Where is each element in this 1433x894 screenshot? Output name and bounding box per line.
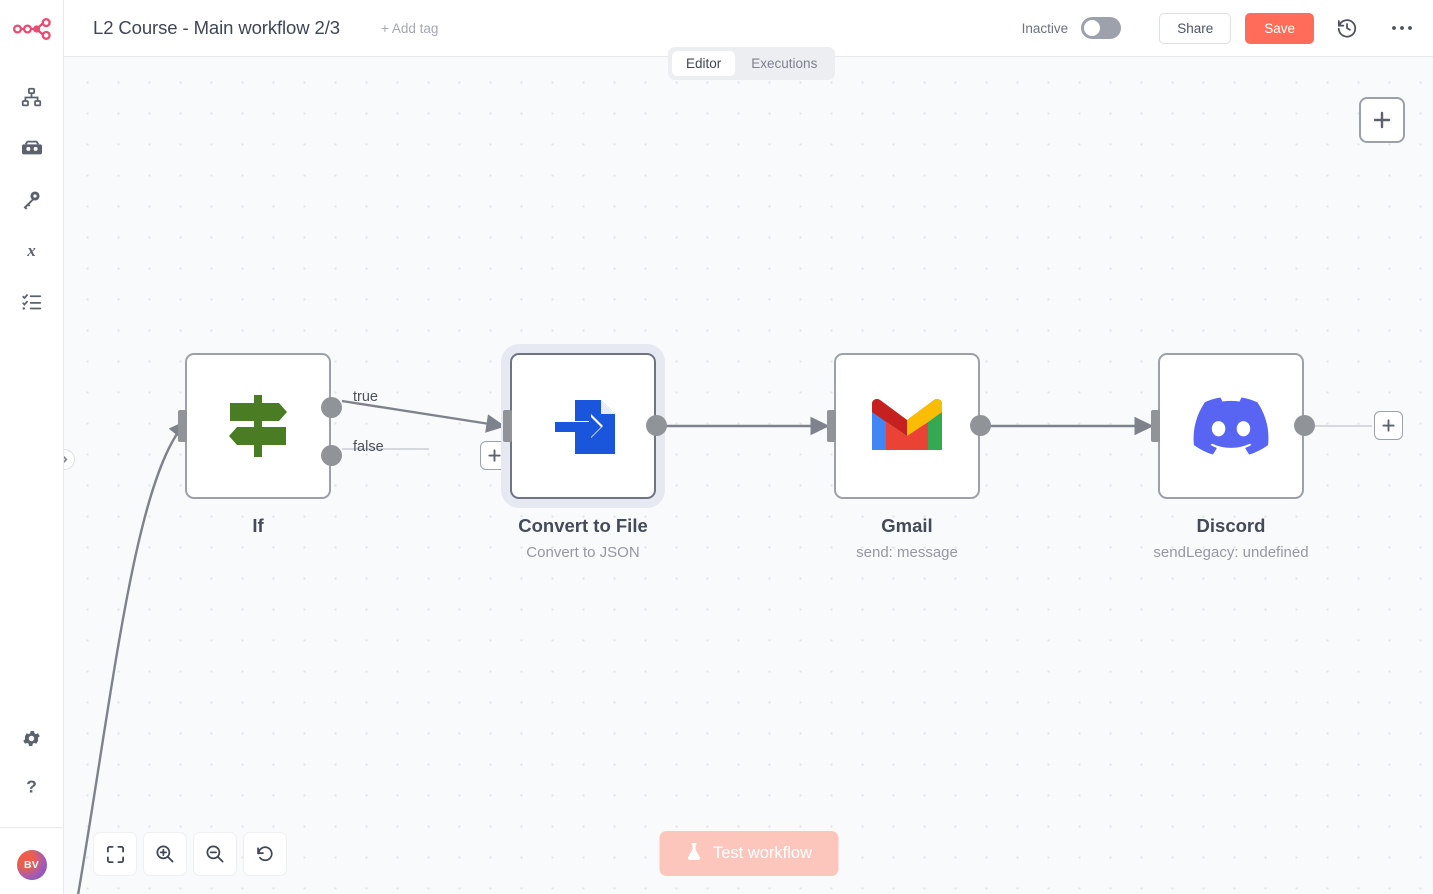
gmail-icon xyxy=(872,399,942,450)
workflow-header: L2 Course - Main workflow 2/3 + Add tag … xyxy=(64,0,1433,57)
test-workflow-button[interactable]: Test workflow xyxy=(658,831,839,876)
activation-toggle[interactable] xyxy=(1081,17,1122,39)
node-convert-to-file-subtitle: Convert to JSON xyxy=(526,544,640,561)
history-icon[interactable] xyxy=(1336,17,1358,39)
node-gmail-label: Gmail xyxy=(881,515,933,536)
add-tag-button[interactable]: + Add tag xyxy=(380,20,439,36)
node-gmail-title-wrap: Gmail send: message xyxy=(856,499,958,561)
svg-text:x: x xyxy=(26,241,35,260)
node-if-input[interactable] xyxy=(178,410,187,442)
node-discord-box[interactable] xyxy=(1151,353,1304,499)
file-import-icon xyxy=(555,400,615,454)
share-button[interactable]: Share xyxy=(1159,12,1232,44)
output-label-false: false xyxy=(353,439,384,455)
svg-text:?: ? xyxy=(26,776,37,796)
sidebar-divider xyxy=(0,827,63,828)
node-gmail-box[interactable] xyxy=(827,353,980,499)
node-if[interactable]: true false If xyxy=(178,353,509,536)
node-if-output-true[interactable] xyxy=(321,397,342,418)
node-discord[interactable]: Discord sendLegacy: undefined xyxy=(1151,353,1403,561)
zoom-in-icon[interactable] xyxy=(143,832,187,876)
gear-icon[interactable] xyxy=(12,725,52,751)
sidebar-item-variables[interactable]: x xyxy=(12,237,52,263)
node-convert-to-file-title-wrap: Convert to File Convert to JSON xyxy=(518,499,648,561)
node-discord-title-wrap: Discord sendLegacy: undefined xyxy=(1153,499,1308,561)
main-sidebar: x ? xyxy=(0,0,64,894)
signpost-icon xyxy=(229,395,287,457)
activation-status-label: Inactive xyxy=(1021,20,1069,36)
node-convert-to-file-output[interactable] xyxy=(646,415,667,436)
zoom-out-icon[interactable] xyxy=(193,832,237,876)
node-discord-input[interactable] xyxy=(1151,410,1160,442)
node-gmail[interactable]: Gmail send: message xyxy=(827,353,991,561)
workflow-canvas[interactable]: true false If xyxy=(64,57,1433,894)
zoom-controls xyxy=(93,832,287,876)
node-discord-output[interactable] xyxy=(1294,415,1315,436)
add-node-button[interactable] xyxy=(1359,97,1405,143)
editor-tabs: Editor Executions xyxy=(668,47,836,80)
node-if-label: If xyxy=(252,515,264,536)
node-discord-label: Discord xyxy=(1196,515,1266,536)
help-icon[interactable]: ? xyxy=(12,773,52,799)
reset-zoom-icon[interactable] xyxy=(243,832,287,876)
avatar[interactable]: BV xyxy=(16,850,47,880)
n8n-logo[interactable] xyxy=(0,0,63,58)
sidebar-item-workflows[interactable] xyxy=(12,84,52,110)
discord-icon xyxy=(1193,397,1269,455)
output-label-true: true xyxy=(353,389,378,405)
add-node-after-false-button[interactable] xyxy=(480,441,509,470)
save-button[interactable]: Save xyxy=(1245,12,1314,44)
node-discord-subtitle: sendLegacy: undefined xyxy=(1153,544,1309,561)
node-if-box[interactable] xyxy=(178,353,331,499)
sidebar-bottom: ? BV xyxy=(0,725,63,894)
node-if-output-false[interactable] xyxy=(321,445,342,466)
more-options-icon[interactable] xyxy=(1391,24,1413,32)
sidebar-item-executions[interactable] xyxy=(12,288,52,314)
tab-executions[interactable]: Executions xyxy=(751,56,818,71)
node-convert-to-file-label: Convert to File xyxy=(518,515,648,536)
add-node-after-discord-button[interactable] xyxy=(1374,411,1403,440)
node-convert-to-file[interactable]: Convert to File Convert to JSON xyxy=(503,353,667,561)
node-gmail-subtitle: send: message xyxy=(856,544,958,561)
node-convert-to-file-input[interactable] xyxy=(503,410,512,442)
flask-icon xyxy=(685,842,702,866)
tab-editor[interactable]: Editor xyxy=(672,51,736,76)
node-gmail-input[interactable] xyxy=(827,410,836,442)
sidebar-nav: x xyxy=(0,84,63,314)
zoom-to-fit-icon[interactable] xyxy=(93,832,137,876)
node-if-title-wrap: If xyxy=(252,499,263,537)
sidebar-item-templates[interactable] xyxy=(12,135,52,161)
header-actions: Inactive Share Save xyxy=(1021,12,1413,44)
node-gmail-output[interactable] xyxy=(970,415,991,436)
test-workflow-label: Test workflow xyxy=(712,844,813,862)
page-title[interactable]: L2 Course - Main workflow 2/3 xyxy=(93,17,340,38)
chevron-right-icon[interactable] xyxy=(64,449,75,470)
sidebar-item-credentials[interactable] xyxy=(12,186,52,212)
node-convert-to-file-box[interactable] xyxy=(503,353,656,499)
